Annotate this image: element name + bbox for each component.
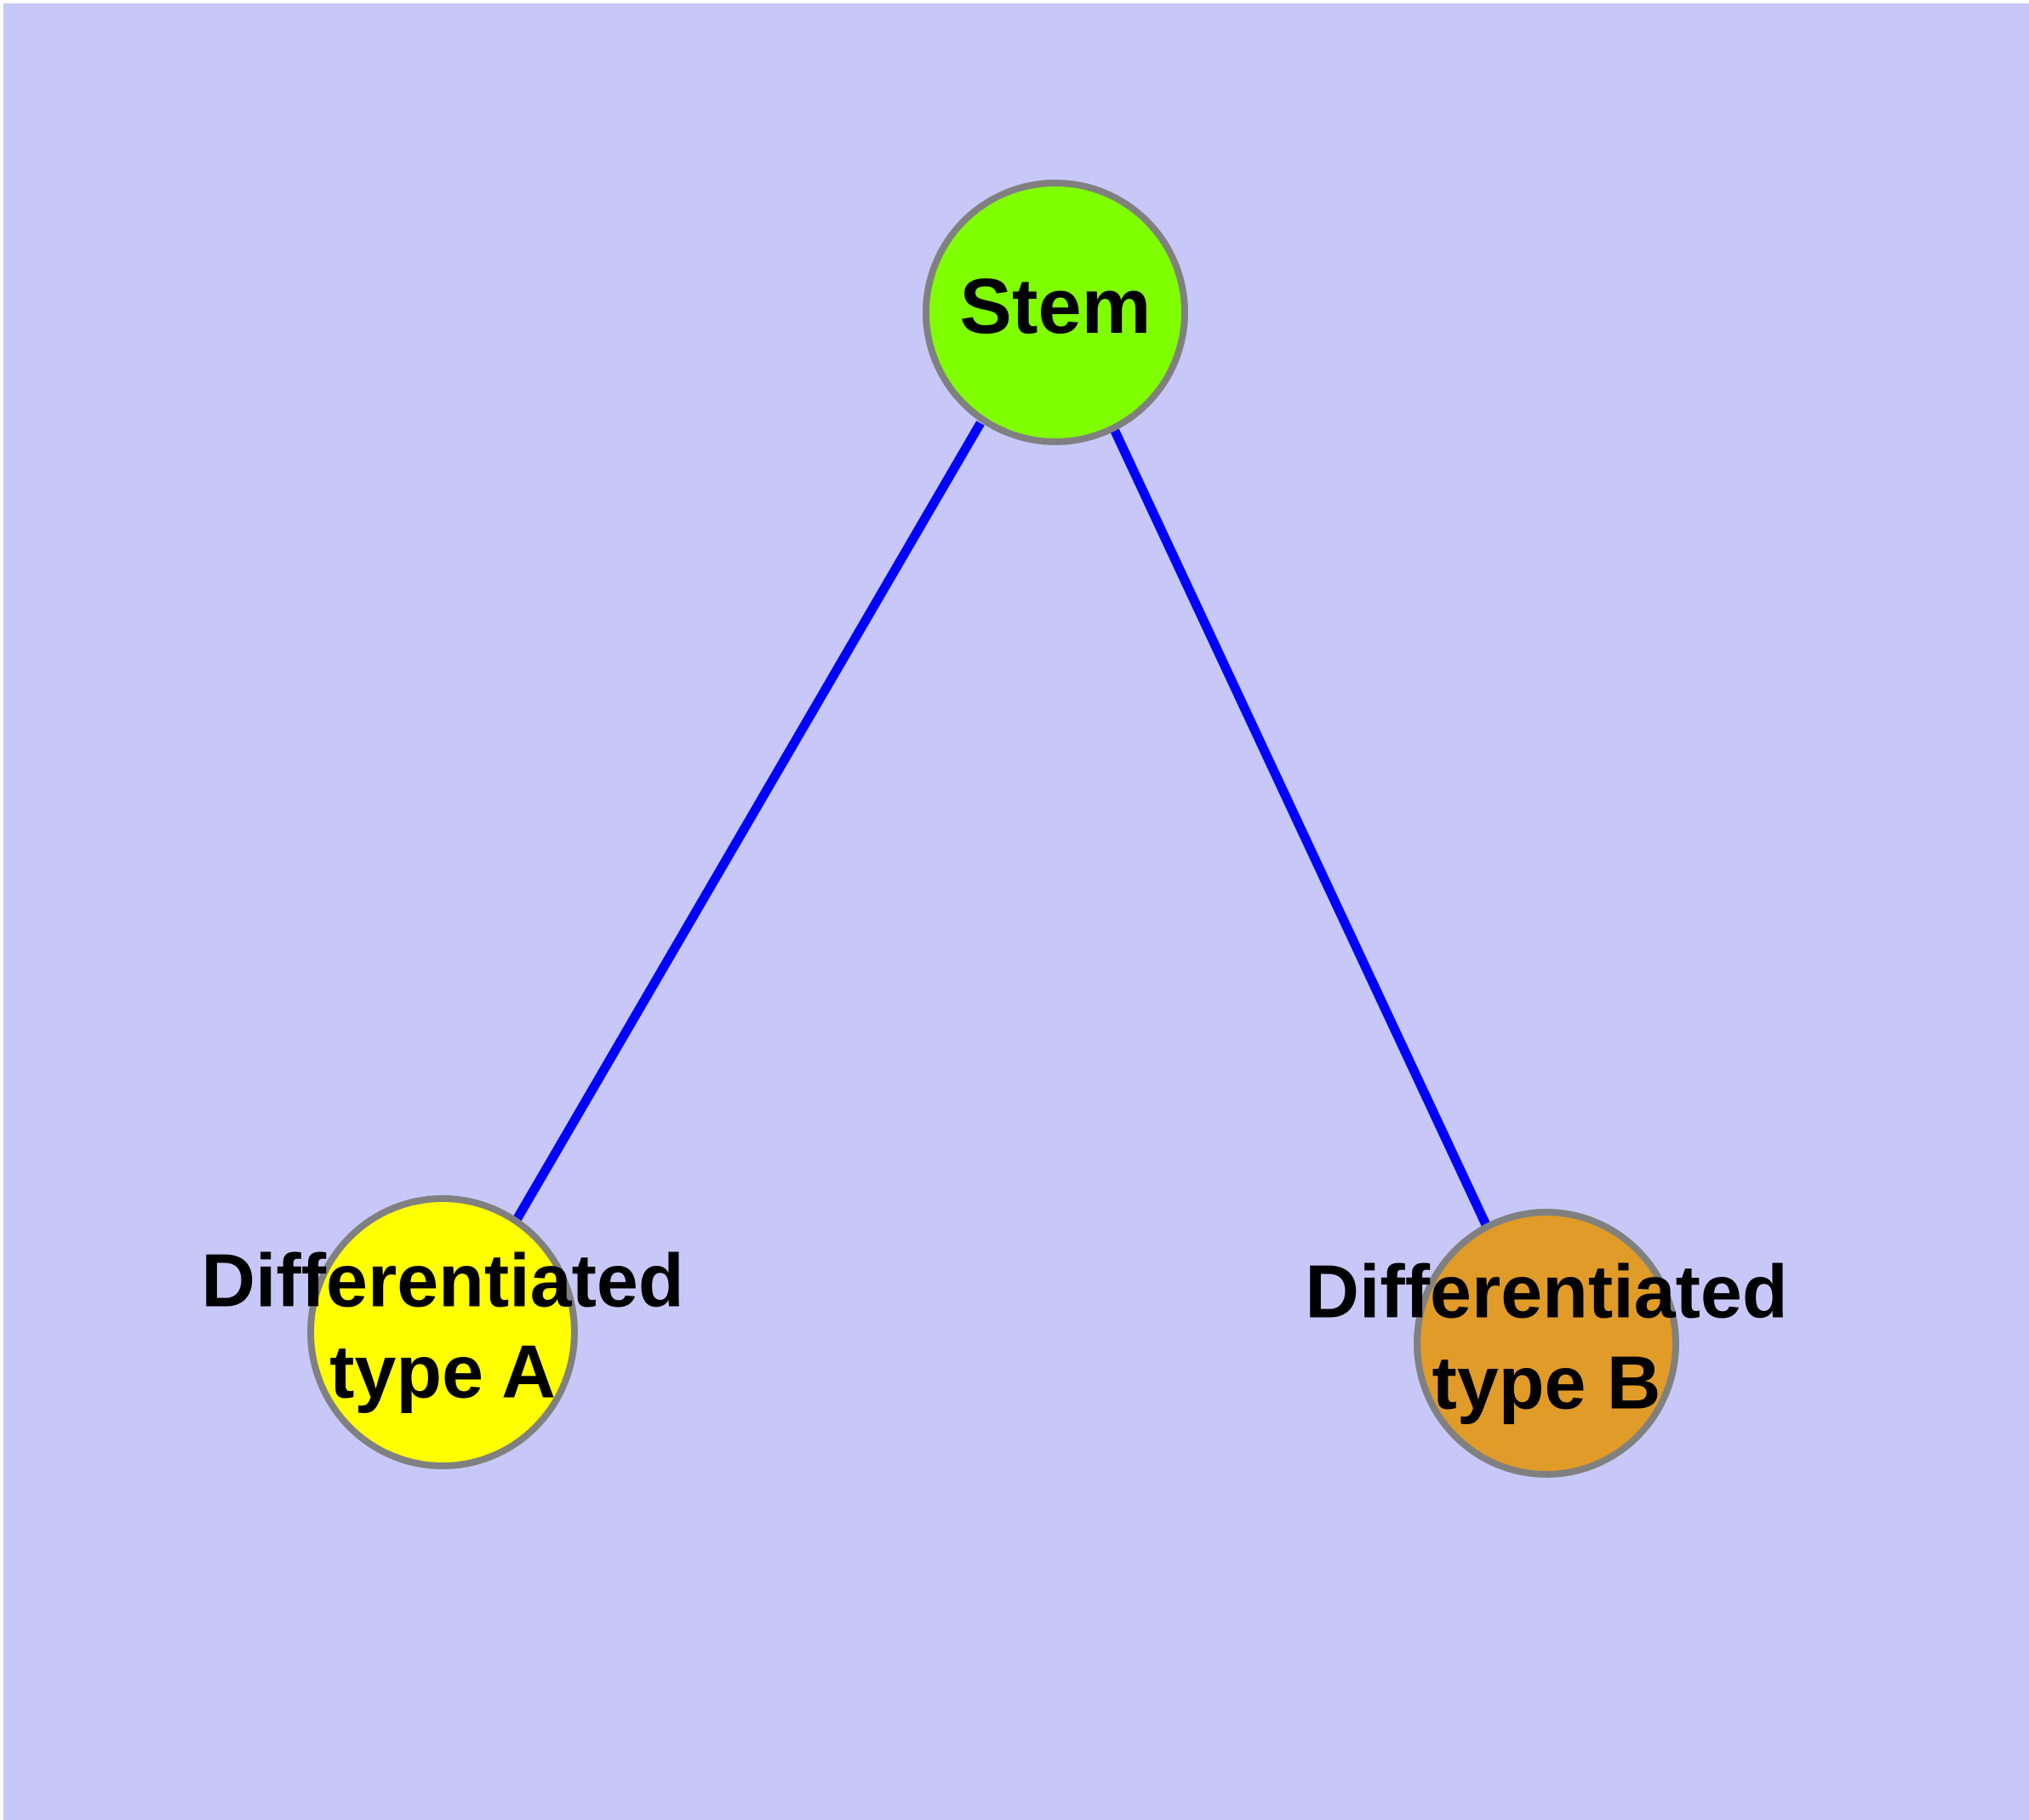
- nodes-layer: [307, 180, 1679, 1478]
- graph-node-diff_b[interactable]: [1414, 1209, 1679, 1478]
- label-line: type A: [329, 1330, 556, 1414]
- label-line: Differentiated: [1305, 1250, 1787, 1334]
- graph-node-diff_a[interactable]: [307, 1195, 578, 1469]
- label-line: type B: [1432, 1341, 1661, 1425]
- graph-edge-stem-to-diff-b[interactable]: [1109, 425, 1491, 1229]
- graph-node-label-stem: Stem: [960, 263, 1152, 350]
- graph-node-stem[interactable]: [923, 180, 1188, 445]
- label-line: Differentiated: [201, 1239, 683, 1323]
- edges-layer: [510, 421, 1491, 1229]
- label-line: Stem: [960, 263, 1152, 350]
- graph-edge-stem-to-diff-a[interactable]: [510, 421, 985, 1227]
